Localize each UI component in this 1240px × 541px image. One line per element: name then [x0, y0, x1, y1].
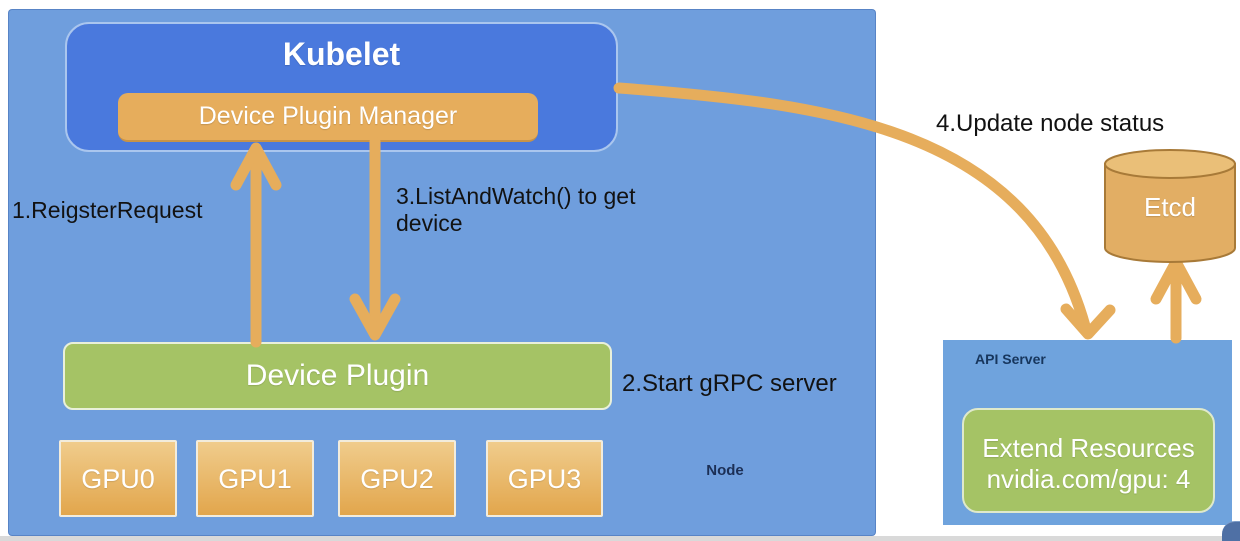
- extend-resources-line1: Extend Resources: [982, 433, 1195, 463]
- device-plugin-box: Device Plugin: [63, 342, 612, 410]
- step3-listandwatch-label: 3.ListAndWatch() to get device: [396, 183, 635, 237]
- bottom-strip: [0, 536, 1240, 541]
- device-plugin-manager-box: Device Plugin Manager: [118, 93, 538, 142]
- step4-update-node-status-label: 4.Update node status: [936, 110, 1165, 137]
- step1-register-request-label: 1.ReigsterRequest: [12, 197, 203, 223]
- gpu0-box: GPU0: [59, 440, 177, 517]
- corner-decoration: [1222, 521, 1240, 541]
- etcd-cylinder-top: [1104, 149, 1236, 179]
- gpu1-box: GPU1: [196, 440, 314, 517]
- step3-line2: device: [396, 210, 463, 236]
- step3-line1: 3.ListAndWatch() to get: [396, 183, 636, 209]
- extend-resources-box: Extend Resources nvidia.com/gpu: 4: [962, 408, 1215, 513]
- node-label: Node: [706, 462, 744, 479]
- etcd-write-arrow-head: [1150, 256, 1202, 305]
- etcd-write-arrow: [1150, 256, 1202, 344]
- gpu3-box: GPU3: [486, 440, 603, 517]
- update-node-status-arrow-head: [1060, 303, 1116, 340]
- step2-start-grpc-label: 2.Start gRPC server: [622, 370, 837, 397]
- kubelet-title: Kubelet: [282, 36, 401, 72]
- etcd-label: Etcd: [1143, 192, 1197, 222]
- api-server-label: API Server: [975, 351, 1046, 367]
- gpu2-box: GPU2: [338, 440, 456, 517]
- extend-resources-line2: nvidia.com/gpu: 4: [986, 464, 1191, 494]
